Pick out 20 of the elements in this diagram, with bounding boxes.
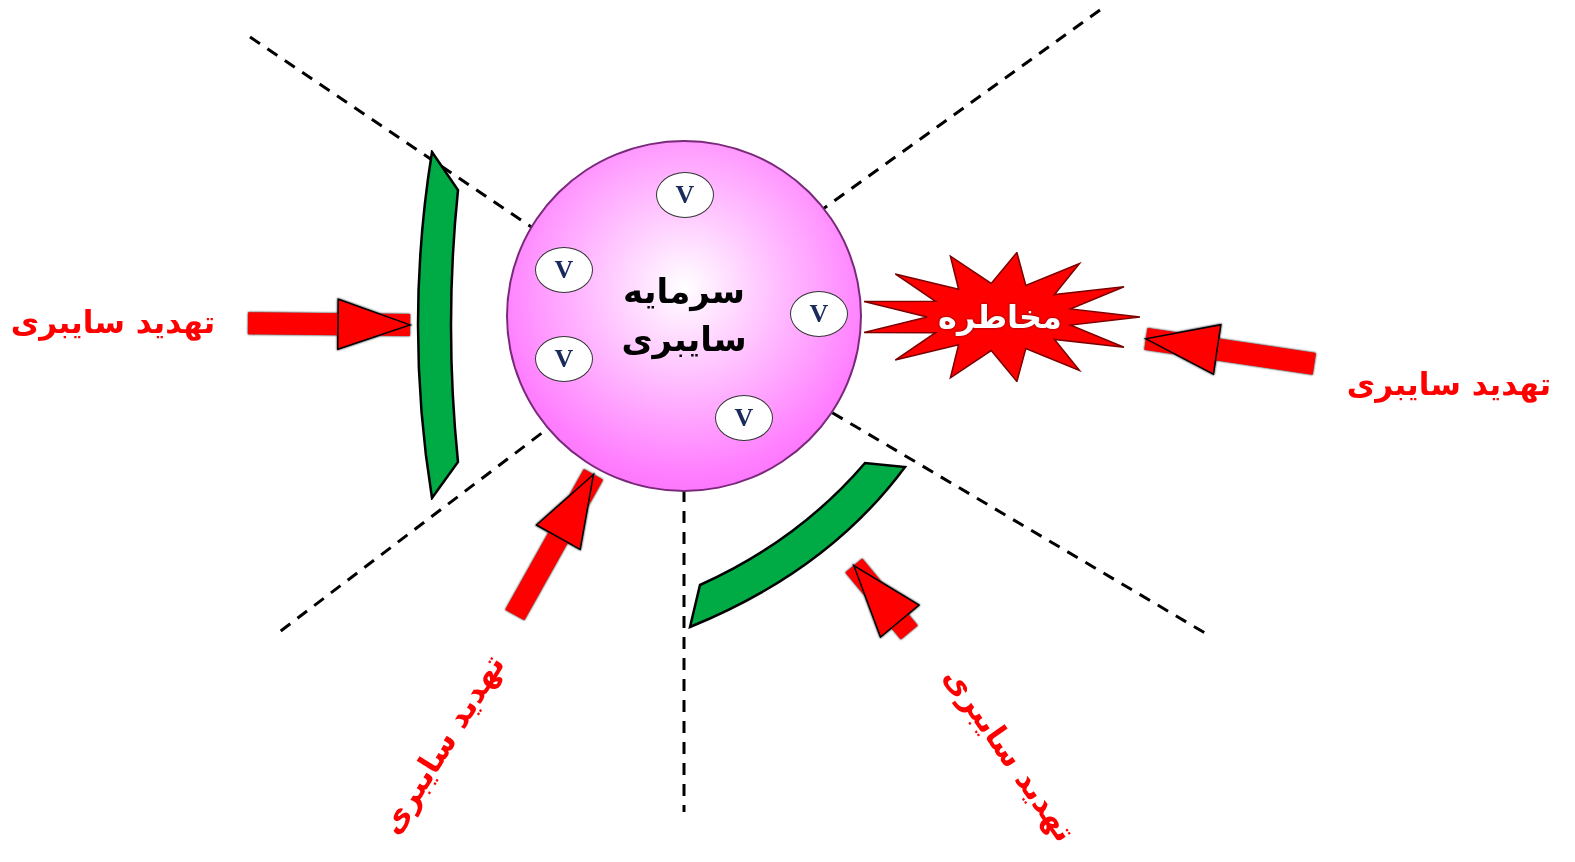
threat-label: تهدید سایبری bbox=[10, 304, 216, 340]
v-ellipse bbox=[535, 336, 593, 382]
asset-label: سرمایه سایبری bbox=[620, 270, 748, 362]
v-letter: V bbox=[734, 403, 754, 433]
risk-label: مخاطره bbox=[938, 298, 1062, 336]
block-arrow bbox=[247, 298, 411, 350]
threat-label: تهدید سایبری bbox=[372, 647, 512, 841]
v-letter: V bbox=[675, 180, 695, 210]
v-letter: V bbox=[554, 255, 574, 285]
v-letter: V bbox=[809, 299, 829, 329]
block-arrow bbox=[1144, 323, 1316, 375]
threat-label: تهدید سایبری bbox=[1346, 366, 1552, 402]
v-ellipse bbox=[656, 172, 714, 218]
v-ellipse bbox=[790, 291, 848, 337]
block-arrow bbox=[505, 469, 604, 621]
v-ellipse bbox=[715, 395, 773, 441]
v-ellipse bbox=[535, 247, 593, 293]
threat-label: تهدید سایبری bbox=[936, 659, 1084, 849]
block-arrow bbox=[845, 558, 920, 640]
v-letter: V bbox=[554, 344, 574, 374]
